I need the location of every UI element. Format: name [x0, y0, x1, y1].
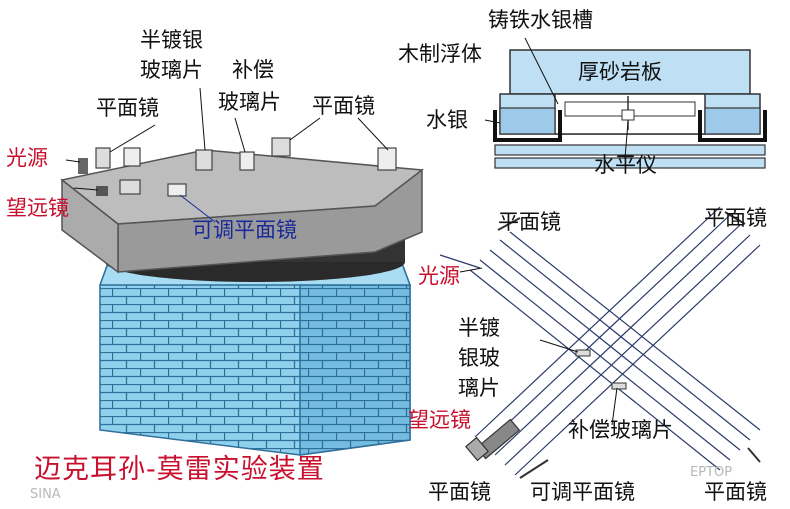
schematic-half-silvered-3: 璃片: [458, 376, 500, 400]
watermark-right: EPTOP: [690, 465, 733, 480]
schematic-mirror-bottom-right: 平面镜: [704, 480, 767, 504]
label-level: 水平仪: [594, 153, 657, 177]
label-half-silvered-bottom: 玻璃片: [140, 58, 203, 82]
label-compensator-bottom: 玻璃片: [218, 90, 281, 114]
schematic-mirror-bottom-left: 平面镜: [428, 480, 491, 504]
label-adjustable-mirror: 可调平面镜: [192, 218, 297, 242]
schematic-mirror-top-right: 平面镜: [704, 206, 767, 230]
schematic-adjustable-mirror: 可调平面镜: [530, 480, 635, 504]
label-half-silvered-top: 半镀银: [140, 28, 203, 52]
watermark-left: SINA: [30, 487, 61, 502]
left-leader-lines: [65, 87, 389, 223]
label-sandstone-slab: 厚砂岩板: [578, 60, 662, 84]
diagram-title: 迈克耳孙-莫雷实验装置: [34, 454, 325, 485]
stone-slab: [60, 149, 424, 274]
section-leader-lines: [484, 37, 629, 159]
label-light-source: 光源: [6, 146, 48, 170]
label-wooden-float: 木制浮体: [398, 42, 482, 66]
slab-optics: [78, 137, 397, 197]
schematic-mirror-top-left: 平面镜: [498, 210, 561, 234]
label-plane-mirror-right: 平面镜: [312, 94, 375, 118]
beam-paths: [439, 206, 761, 476]
schematic-compensator: 补偿玻璃片: [568, 418, 673, 442]
label-mercury: 水银: [426, 108, 468, 132]
schematic-light-source: 光源: [418, 264, 460, 288]
mirror-marks: [497, 211, 761, 479]
label-cast-iron-trough: 铸铁水银槽: [488, 8, 593, 32]
label-plane-mirror-left: 平面镜: [96, 96, 159, 120]
cross-section: [493, 49, 767, 169]
telescope-icon: [465, 418, 521, 462]
glass-plates: [575, 349, 627, 390]
brick-pier: [98, 257, 412, 456]
schematic-telescope: 望远镜: [408, 408, 471, 432]
schematic-leader-lines: [459, 267, 618, 426]
schematic-half-silvered-2: 银玻: [458, 346, 500, 370]
label-compensator-top: 补偿: [232, 58, 274, 82]
label-telescope: 望远镜: [6, 196, 69, 220]
schematic-half-silvered-1: 半镀: [458, 316, 500, 340]
